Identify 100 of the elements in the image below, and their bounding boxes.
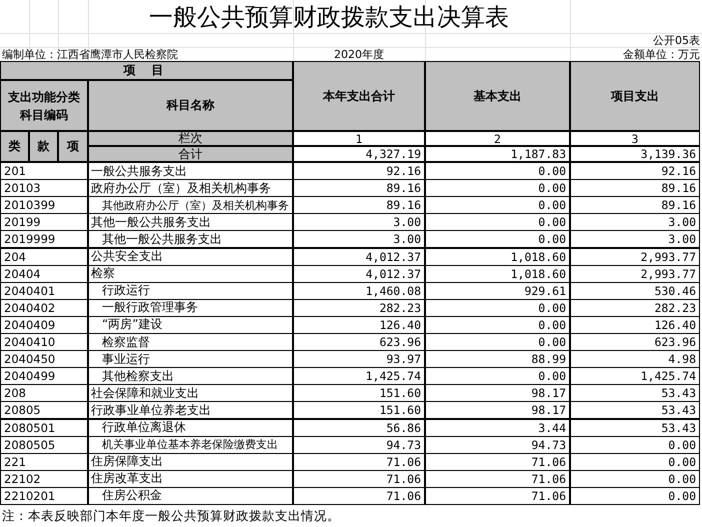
amount-cell: 71.06 bbox=[425, 470, 570, 488]
column-number-cell: 2 bbox=[425, 131, 570, 146]
amount-cell: 92.16 bbox=[293, 162, 425, 180]
code-cell: 2019999 bbox=[0, 230, 88, 248]
item-name-cell: 政府办公厅（室）及相关机构事务 bbox=[88, 179, 293, 198]
amount-cell: 71.06 bbox=[293, 452, 425, 471]
amount-cell: 0.00 bbox=[425, 162, 570, 180]
code-cell: 2010399 bbox=[0, 196, 88, 214]
code-cell: 2210201 bbox=[0, 486, 88, 505]
amount-cell: 89.16 bbox=[570, 179, 700, 198]
code-cell: 2040410 bbox=[0, 333, 88, 352]
header-cell: 款 bbox=[29, 131, 58, 162]
amount-cell: 53.43 bbox=[570, 401, 700, 420]
code-cell: 20805 bbox=[0, 401, 88, 420]
code-cell: 208 bbox=[0, 384, 88, 402]
amount-cell: 530.46 bbox=[570, 282, 700, 300]
amount-cell: 0.00 bbox=[425, 213, 570, 232]
amount-cell: 4,012.37 bbox=[293, 248, 425, 266]
amount-cell: 92.16 bbox=[570, 162, 700, 180]
header-cell: 科目名称 bbox=[88, 80, 293, 131]
item-name-cell: 其他检察支出 bbox=[88, 367, 293, 386]
amount-cell: 98.17 bbox=[425, 384, 570, 402]
amount-cell: 3.00 bbox=[293, 213, 425, 232]
amount-cell: 3.00 bbox=[570, 213, 700, 232]
amount-cell: 2,993.77 bbox=[570, 264, 700, 283]
amount-cell: 0.00 bbox=[425, 367, 570, 386]
item-name-cell: 检察 bbox=[88, 264, 293, 283]
amount-cell: 94.73 bbox=[425, 436, 570, 454]
amount-cell: 53.43 bbox=[570, 384, 700, 402]
item-name-cell: 住房改革支出 bbox=[88, 470, 293, 488]
header-cell: 本年支出合计 bbox=[293, 61, 425, 131]
header-cell: 支出功能分类科目编码 bbox=[0, 80, 88, 131]
code-cell: 204 bbox=[0, 248, 88, 266]
amount-cell: 0.00 bbox=[570, 486, 700, 505]
amount-cell: 94.73 bbox=[293, 436, 425, 454]
total-value-cell: 4,327.19 bbox=[293, 146, 425, 162]
amount-cell: 0.00 bbox=[425, 179, 570, 198]
amount-cell: 1,460.08 bbox=[293, 282, 425, 300]
item-name-cell: 住房保障支出 bbox=[88, 452, 293, 471]
header-cell: 项 目 bbox=[0, 61, 293, 80]
table-number: 公开05表 bbox=[652, 33, 700, 47]
code-cell: 20199 bbox=[0, 213, 88, 232]
total-value-cell: 3,139.36 bbox=[570, 146, 700, 162]
column-number-cell: 3 bbox=[570, 131, 700, 146]
code-cell: 2040450 bbox=[0, 350, 88, 368]
amount-cell: 151.60 bbox=[293, 384, 425, 402]
amount-cell: 71.06 bbox=[425, 486, 570, 505]
code-cell: 201 bbox=[0, 162, 88, 180]
amount-cell: 4,012.37 bbox=[293, 264, 425, 283]
amount-cell: 88.99 bbox=[425, 350, 570, 368]
footnote: 注：本表反映部门本年度一般公共预算财政拨款支出情况。 bbox=[2, 507, 341, 524]
header-cell: 项 bbox=[58, 131, 88, 162]
item-name-cell: 行政运行 bbox=[88, 282, 293, 300]
total-label-cell: 合计 bbox=[88, 146, 293, 162]
code-cell: 2040409 bbox=[0, 316, 88, 334]
amount-cell: 0.00 bbox=[425, 298, 570, 317]
item-name-cell: 其他政府办公厅（室）及相关机构事务 bbox=[88, 196, 293, 214]
amount-cell: 282.23 bbox=[293, 298, 425, 317]
code-cell: 20404 bbox=[0, 264, 88, 283]
amount-cell: 623.96 bbox=[293, 333, 425, 352]
code-cell: 20103 bbox=[0, 179, 88, 198]
amount-cell: 4.98 bbox=[570, 350, 700, 368]
amount-cell: 0.00 bbox=[425, 196, 570, 214]
code-cell: 2040499 bbox=[0, 367, 88, 386]
item-name-cell: 其他一般公共服务支出 bbox=[88, 213, 293, 232]
amount-cell: 1,018.60 bbox=[425, 248, 570, 266]
amount-cell: 71.06 bbox=[293, 470, 425, 488]
header-cell: 项目支出 bbox=[570, 61, 700, 131]
amount-cell: 3.00 bbox=[570, 230, 700, 248]
code-cell: 22102 bbox=[0, 470, 88, 488]
amount-cell: 0.00 bbox=[425, 230, 570, 248]
amount-cell: 1,425.74 bbox=[293, 367, 425, 386]
code-cell: 221 bbox=[0, 452, 88, 471]
total-value-cell: 1,187.83 bbox=[425, 146, 570, 162]
amount-cell: 0.00 bbox=[570, 470, 700, 488]
amount-cell: 3.44 bbox=[425, 418, 570, 437]
item-name-cell: 社会保障和就业支出 bbox=[88, 384, 293, 402]
amount-cell: 89.16 bbox=[293, 196, 425, 214]
amount-cell: 0.00 bbox=[425, 333, 570, 352]
header-cell: 类 bbox=[0, 131, 29, 162]
item-name-cell: 一般行政管理事务 bbox=[88, 298, 293, 317]
item-name-cell: 机关事业单位基本养老保险缴费支出 bbox=[88, 436, 293, 454]
table-title: 一般公共预算财政拨款支出决算表 bbox=[148, 2, 510, 33]
code-cell: 2080501 bbox=[0, 418, 88, 437]
amount-cell: 282.23 bbox=[570, 298, 700, 317]
item-name-cell: 行政事业单位养老支出 bbox=[88, 401, 293, 420]
amount-cell: 2,993.77 bbox=[570, 248, 700, 266]
item-name-cell: 公共安全支出 bbox=[88, 248, 293, 266]
compiler-note: 编制单位：江西省鹰潭市人民检察院 bbox=[2, 47, 179, 61]
code-cell: 2080505 bbox=[0, 436, 88, 454]
amount-cell: 89.16 bbox=[570, 196, 700, 214]
amount-cell: 53.43 bbox=[570, 418, 700, 437]
year-label: 2020年度 bbox=[333, 47, 385, 61]
amount-cell: 0.00 bbox=[570, 452, 700, 471]
amount-cell: 151.60 bbox=[293, 401, 425, 420]
amount-cell: 71.06 bbox=[425, 452, 570, 471]
amount-cell: 0.00 bbox=[570, 436, 700, 454]
amount-cell: 126.40 bbox=[293, 316, 425, 334]
item-name-cell: 检察监督 bbox=[88, 333, 293, 352]
amount-cell: 93.97 bbox=[293, 350, 425, 368]
